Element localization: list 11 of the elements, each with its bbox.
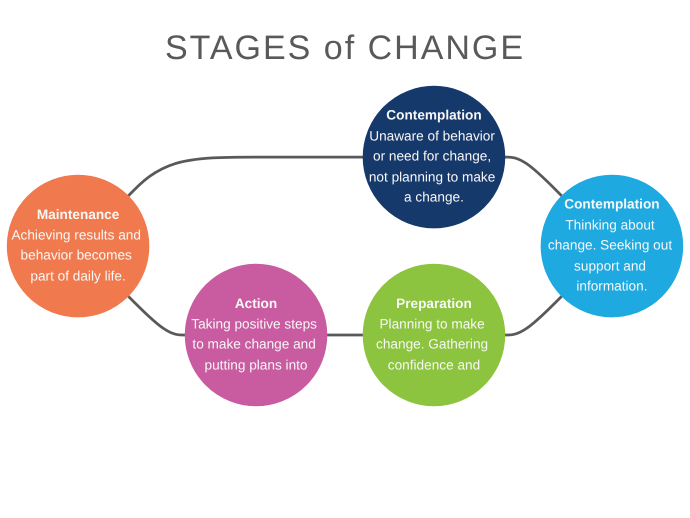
connector [127, 156, 364, 197]
connector [504, 294, 563, 336]
diagram-title: STAGES of CHANGE [164, 28, 526, 69]
node-circle: Action Taking positive steps to make change and putting plans into [184, 264, 328, 406]
node-circle: Maintenance Achieving results and behavior becomes part of daily life. [6, 174, 150, 318]
connector [504, 156, 563, 197]
connector [326, 333, 364, 336]
node-circle: Preparation Planning to make change. Gathering confidence and [362, 264, 506, 406]
node-circle: Contemplation Thinking about change. Seeking out support and information. [540, 174, 684, 318]
connector [127, 294, 186, 336]
node-circle: Contemplation Unaware of behavior or need for change, not planning to make a change. [362, 86, 506, 228]
